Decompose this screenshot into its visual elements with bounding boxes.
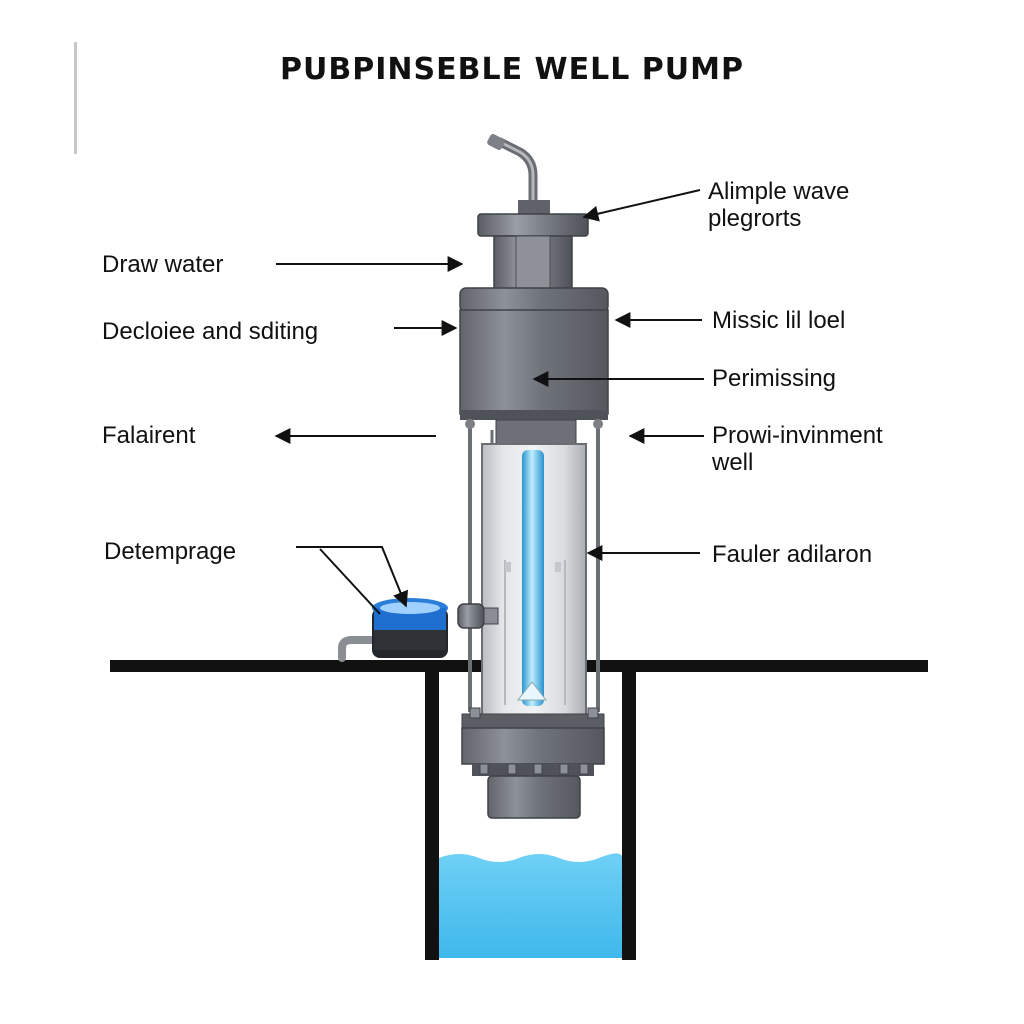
top-cap xyxy=(477,200,589,291)
pump-cylinder xyxy=(481,443,587,717)
label-fauler: Fauler adilaron xyxy=(712,541,873,568)
pressure-gauge xyxy=(338,598,448,662)
label-prowi-line1: Prowi-invinment xyxy=(712,422,883,449)
label-missic: Missic lil loel xyxy=(712,307,846,334)
label-detemprage: Detemprage xyxy=(104,538,237,565)
bottom-flange xyxy=(461,707,605,819)
label-decloiee: Decloiee and sditing xyxy=(102,318,319,345)
label-alimple-line1: Alimple wave xyxy=(708,178,850,205)
leader-detemprage-2 xyxy=(319,548,381,615)
leader-detemprage-1 xyxy=(296,546,408,608)
label-alimple-line2: plegrorts xyxy=(708,205,802,232)
diagram-title: PUBPINSEBLE WELL PUMP xyxy=(280,52,744,87)
label-perimissing: Perimissing xyxy=(712,365,837,392)
motor-housing xyxy=(459,287,609,445)
scan-edge-mark xyxy=(74,42,77,154)
label-falairent: Falairent xyxy=(102,422,196,449)
side-port xyxy=(457,603,499,629)
discharge-pipe xyxy=(487,134,538,210)
well-wall-right xyxy=(622,668,636,960)
label-draw-water: Draw water xyxy=(102,251,224,278)
label-prowi: Prowi-invinment well xyxy=(712,422,883,476)
well-wall-left xyxy=(425,668,439,960)
leader-alimple xyxy=(582,189,701,222)
label-alimple: Alimple wave plegrorts xyxy=(708,178,849,232)
ground-and-well xyxy=(110,660,928,960)
riser-tube xyxy=(522,450,544,706)
label-prowi-line2: well xyxy=(712,449,754,476)
callout-lines xyxy=(274,189,704,615)
well-water xyxy=(439,853,622,958)
